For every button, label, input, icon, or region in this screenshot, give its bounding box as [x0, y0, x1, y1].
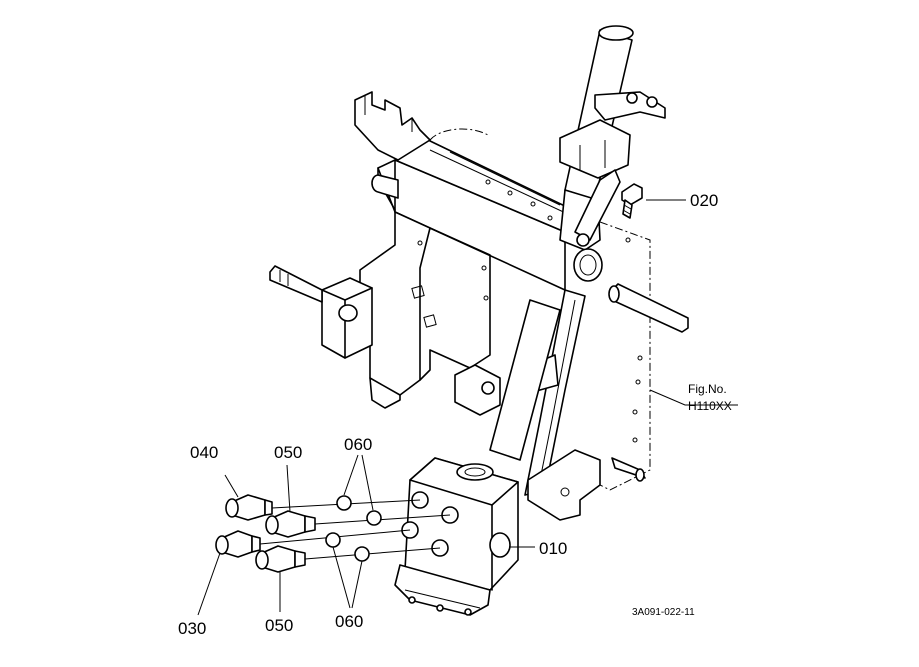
- callout-050-bottom: 050: [265, 616, 293, 635]
- callout-060-bottom: 060: [335, 612, 363, 631]
- fitting-050-top: [265, 510, 316, 538]
- callout-040: 040: [190, 443, 218, 462]
- fitting-040: [225, 494, 273, 521]
- fig-ref-line2: H110XX: [688, 399, 732, 413]
- callout-010: 010: [539, 539, 567, 558]
- callout-060-top: 060: [344, 435, 372, 454]
- callout-050-top: 050: [274, 443, 302, 462]
- fitting-030: [215, 530, 261, 558]
- callout-030: 030: [178, 619, 206, 638]
- o-rings-060: [325, 495, 382, 562]
- drawing-code: 3A091-022-11: [632, 607, 695, 618]
- steering-frame-assembly: [269, 25, 689, 521]
- bolt-020: [621, 183, 643, 219]
- fitting-050-bottom: [255, 545, 306, 573]
- fig-ref-line1: Fig.No.: [688, 382, 727, 396]
- callout-020: 020: [690, 191, 718, 210]
- steering-unit-010: [394, 457, 519, 616]
